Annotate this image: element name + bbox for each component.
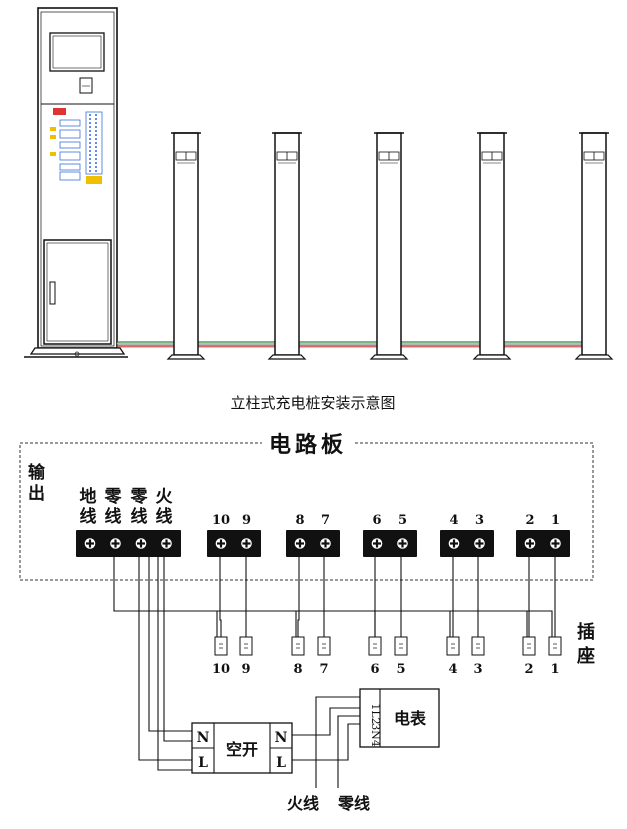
charging-posts [166, 132, 614, 360]
terminal-pair-block [363, 530, 417, 557]
charging-post [574, 132, 614, 360]
charging-station-illustration [24, 7, 614, 360]
socket-connector: 2 [522, 636, 536, 677]
charging-post [267, 132, 307, 360]
socket-connector: 7 [317, 636, 331, 677]
breaker-label: 空开 [226, 740, 258, 759]
label-neutral-b-1: 零 [130, 487, 149, 507]
post-base [166, 354, 206, 360]
terminal-pair-block [286, 530, 340, 557]
socket-connectors: 10 9 8 7 6 5 4 3 2 1 [212, 636, 562, 677]
socket-number: 4 [448, 662, 457, 677]
door-handle [49, 281, 56, 305]
socket-connector: 6 [368, 636, 382, 677]
charging-post [472, 132, 512, 360]
label-live-2: 线 [156, 506, 173, 527]
brand-logo [53, 108, 66, 115]
svg-text:3N4: 3N4 [369, 723, 382, 747]
terminal-pair-block [516, 530, 570, 557]
terminal-number: 4 [449, 513, 458, 528]
terminal-number: 10 [212, 513, 230, 528]
socket-number: 8 [293, 662, 302, 677]
socket-number: 7 [319, 662, 328, 677]
meter-pin-2: 2 [369, 718, 382, 725]
socket-label-2: 座 [577, 645, 595, 667]
socket-connector: 8 [291, 636, 305, 677]
terminal-number: 5 [398, 513, 407, 528]
label-live-1: 火 [156, 487, 174, 507]
output-label-2: 出 [28, 483, 45, 504]
terminal-pair-block [207, 530, 261, 557]
terminal-number: 3 [475, 513, 484, 528]
breaker-pin-l-left: L [198, 755, 208, 771]
socket-number: 3 [473, 662, 482, 677]
label-neutral-a-2: 线 [105, 506, 122, 527]
socket-number: 1 [550, 662, 559, 677]
socket-number: 2 [524, 662, 533, 677]
socket-connector: 10 [212, 636, 230, 677]
terminal-number: 8 [295, 513, 304, 528]
label-ground-2: 线 [80, 506, 97, 527]
bottom-live-label: 火线 [287, 794, 319, 813]
air-breaker: N L N L 空开 [191, 722, 293, 774]
svg-text:1L2: 1L2 [369, 703, 382, 724]
output-label-1: 输 [28, 462, 46, 483]
post-base [574, 354, 614, 360]
socket-connector: 3 [471, 636, 485, 677]
post-base [267, 354, 307, 360]
socket-number: 5 [396, 662, 405, 677]
socket-number: 6 [370, 662, 379, 677]
label-neutral-a-1: 零 [104, 487, 123, 507]
socket-connector: 4 [446, 636, 460, 677]
bottom-neutral-label: 零线 [337, 794, 370, 813]
socket-label-1: 插 [577, 621, 595, 643]
terminal-number: 1 [551, 513, 560, 528]
electric-meter: 1L2 3N4 电表 [359, 688, 440, 748]
board-title: 电路板 [269, 432, 347, 458]
terminal-number: 9 [242, 513, 251, 528]
charging-post [369, 132, 409, 360]
card-reader [79, 77, 93, 94]
socket-number: 10 [212, 662, 230, 677]
socket-connector: 9 [239, 636, 253, 677]
cabinet-base [29, 347, 126, 355]
main-terminal-block [76, 530, 181, 557]
label-ground-1: 地 [80, 486, 97, 507]
control-modules [50, 111, 103, 184]
wiring [113, 557, 556, 788]
main-terminal-labels: 地 线 零 线 零 线 火 线 [80, 486, 174, 527]
socket-number: 9 [241, 662, 250, 677]
breaker-pin-l-right: L [276, 755, 286, 771]
meter-label: 电表 [394, 709, 427, 728]
meter-pin-3n: 3N [369, 723, 382, 740]
numbered-terminal-pair: 10 9 [207, 513, 261, 557]
post-base [472, 354, 512, 360]
meter-pin-1l: 1L [369, 703, 382, 718]
label-neutral-b-2: 线 [131, 506, 148, 527]
terminal-pair-block [440, 530, 494, 557]
terminal-number: 7 [321, 513, 330, 528]
meter-pin-4: 4 [369, 740, 382, 747]
cabinet-screen [49, 32, 105, 72]
breaker-pin-n-right: N [275, 730, 288, 746]
post-base [369, 354, 409, 360]
terminal-number: 2 [525, 513, 534, 528]
breaker-pin-n-left: N [197, 730, 210, 746]
socket-connector: 5 [394, 636, 408, 677]
top-caption: 立柱式充电桩安装示意图 [230, 394, 395, 412]
terminal-number: 6 [372, 513, 381, 528]
charging-post [166, 132, 206, 360]
socket-connector: 1 [548, 636, 562, 677]
